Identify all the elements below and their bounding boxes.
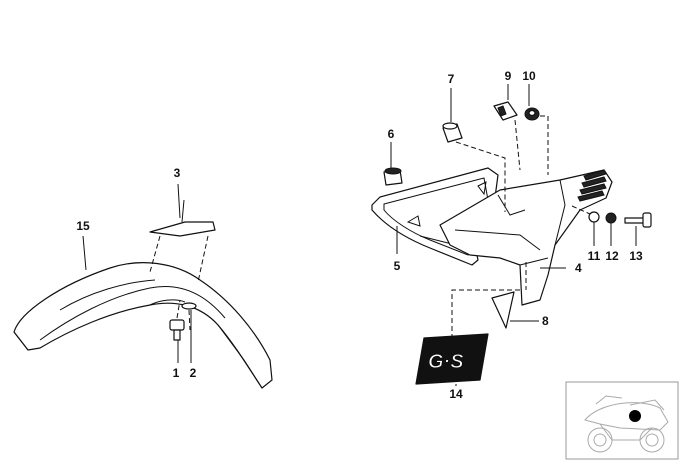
callout-4: 4 (575, 261, 582, 275)
trim-cover[interactable] (491, 291, 515, 329)
callout-9: 9 (505, 69, 512, 83)
callout-6: 6 (388, 127, 395, 141)
gs-emblem-text: G·S (428, 351, 464, 373)
motorcycle-silhouette (584, 395, 669, 453)
frame-cover[interactable] (439, 169, 613, 306)
dash-line-3b (197, 235, 209, 283)
motorcycle-locator-thumbnail[interactable] (565, 381, 679, 460)
gs-emblem[interactable]: G·S (415, 333, 489, 385)
washer-12[interactable] (605, 212, 617, 224)
callout-12: 12 (605, 249, 619, 263)
spacer-sleeve[interactable] (442, 122, 463, 143)
dash-line-screws (571, 205, 591, 215)
dash-line-7 (455, 141, 506, 212)
callout-2: 2 (190, 366, 197, 380)
bolt-13[interactable] (624, 212, 652, 228)
dash-line-9 (514, 119, 521, 171)
callout-labels: 1 2 3 4 5 6 7 8 9 10 11 12 13 14 15 (76, 69, 643, 401)
dash-line-gs (451, 289, 520, 338)
nut-11[interactable] (588, 211, 600, 223)
mudguard-stay[interactable] (149, 199, 216, 237)
callout-5: 5 (394, 259, 401, 273)
callout-1: 1 (173, 366, 180, 380)
callout-11: 11 (588, 249, 601, 263)
callout-14: 14 (449, 387, 463, 401)
dash-line-10 (540, 115, 549, 175)
dash-line-3 (149, 235, 161, 273)
rubber-grommet-10[interactable] (524, 107, 540, 121)
callout-3: 3 (174, 166, 181, 180)
callout-10: 10 (522, 69, 536, 83)
vent-slats (577, 169, 607, 202)
screw[interactable] (169, 319, 185, 341)
washer[interactable] (181, 302, 197, 310)
front-mudguard[interactable] (13, 262, 273, 389)
callout-8: 8 (542, 314, 549, 328)
callout-7: 7 (448, 72, 455, 86)
callout-13: 13 (629, 249, 643, 263)
dash-line-1 (176, 299, 181, 319)
clip-nut[interactable] (493, 101, 518, 121)
dash-line-2 (188, 309, 191, 331)
rubber-grommet-6[interactable] (383, 167, 403, 186)
callout-15: 15 (76, 219, 90, 233)
location-marker (629, 410, 641, 422)
leader-lines (82, 84, 637, 386)
